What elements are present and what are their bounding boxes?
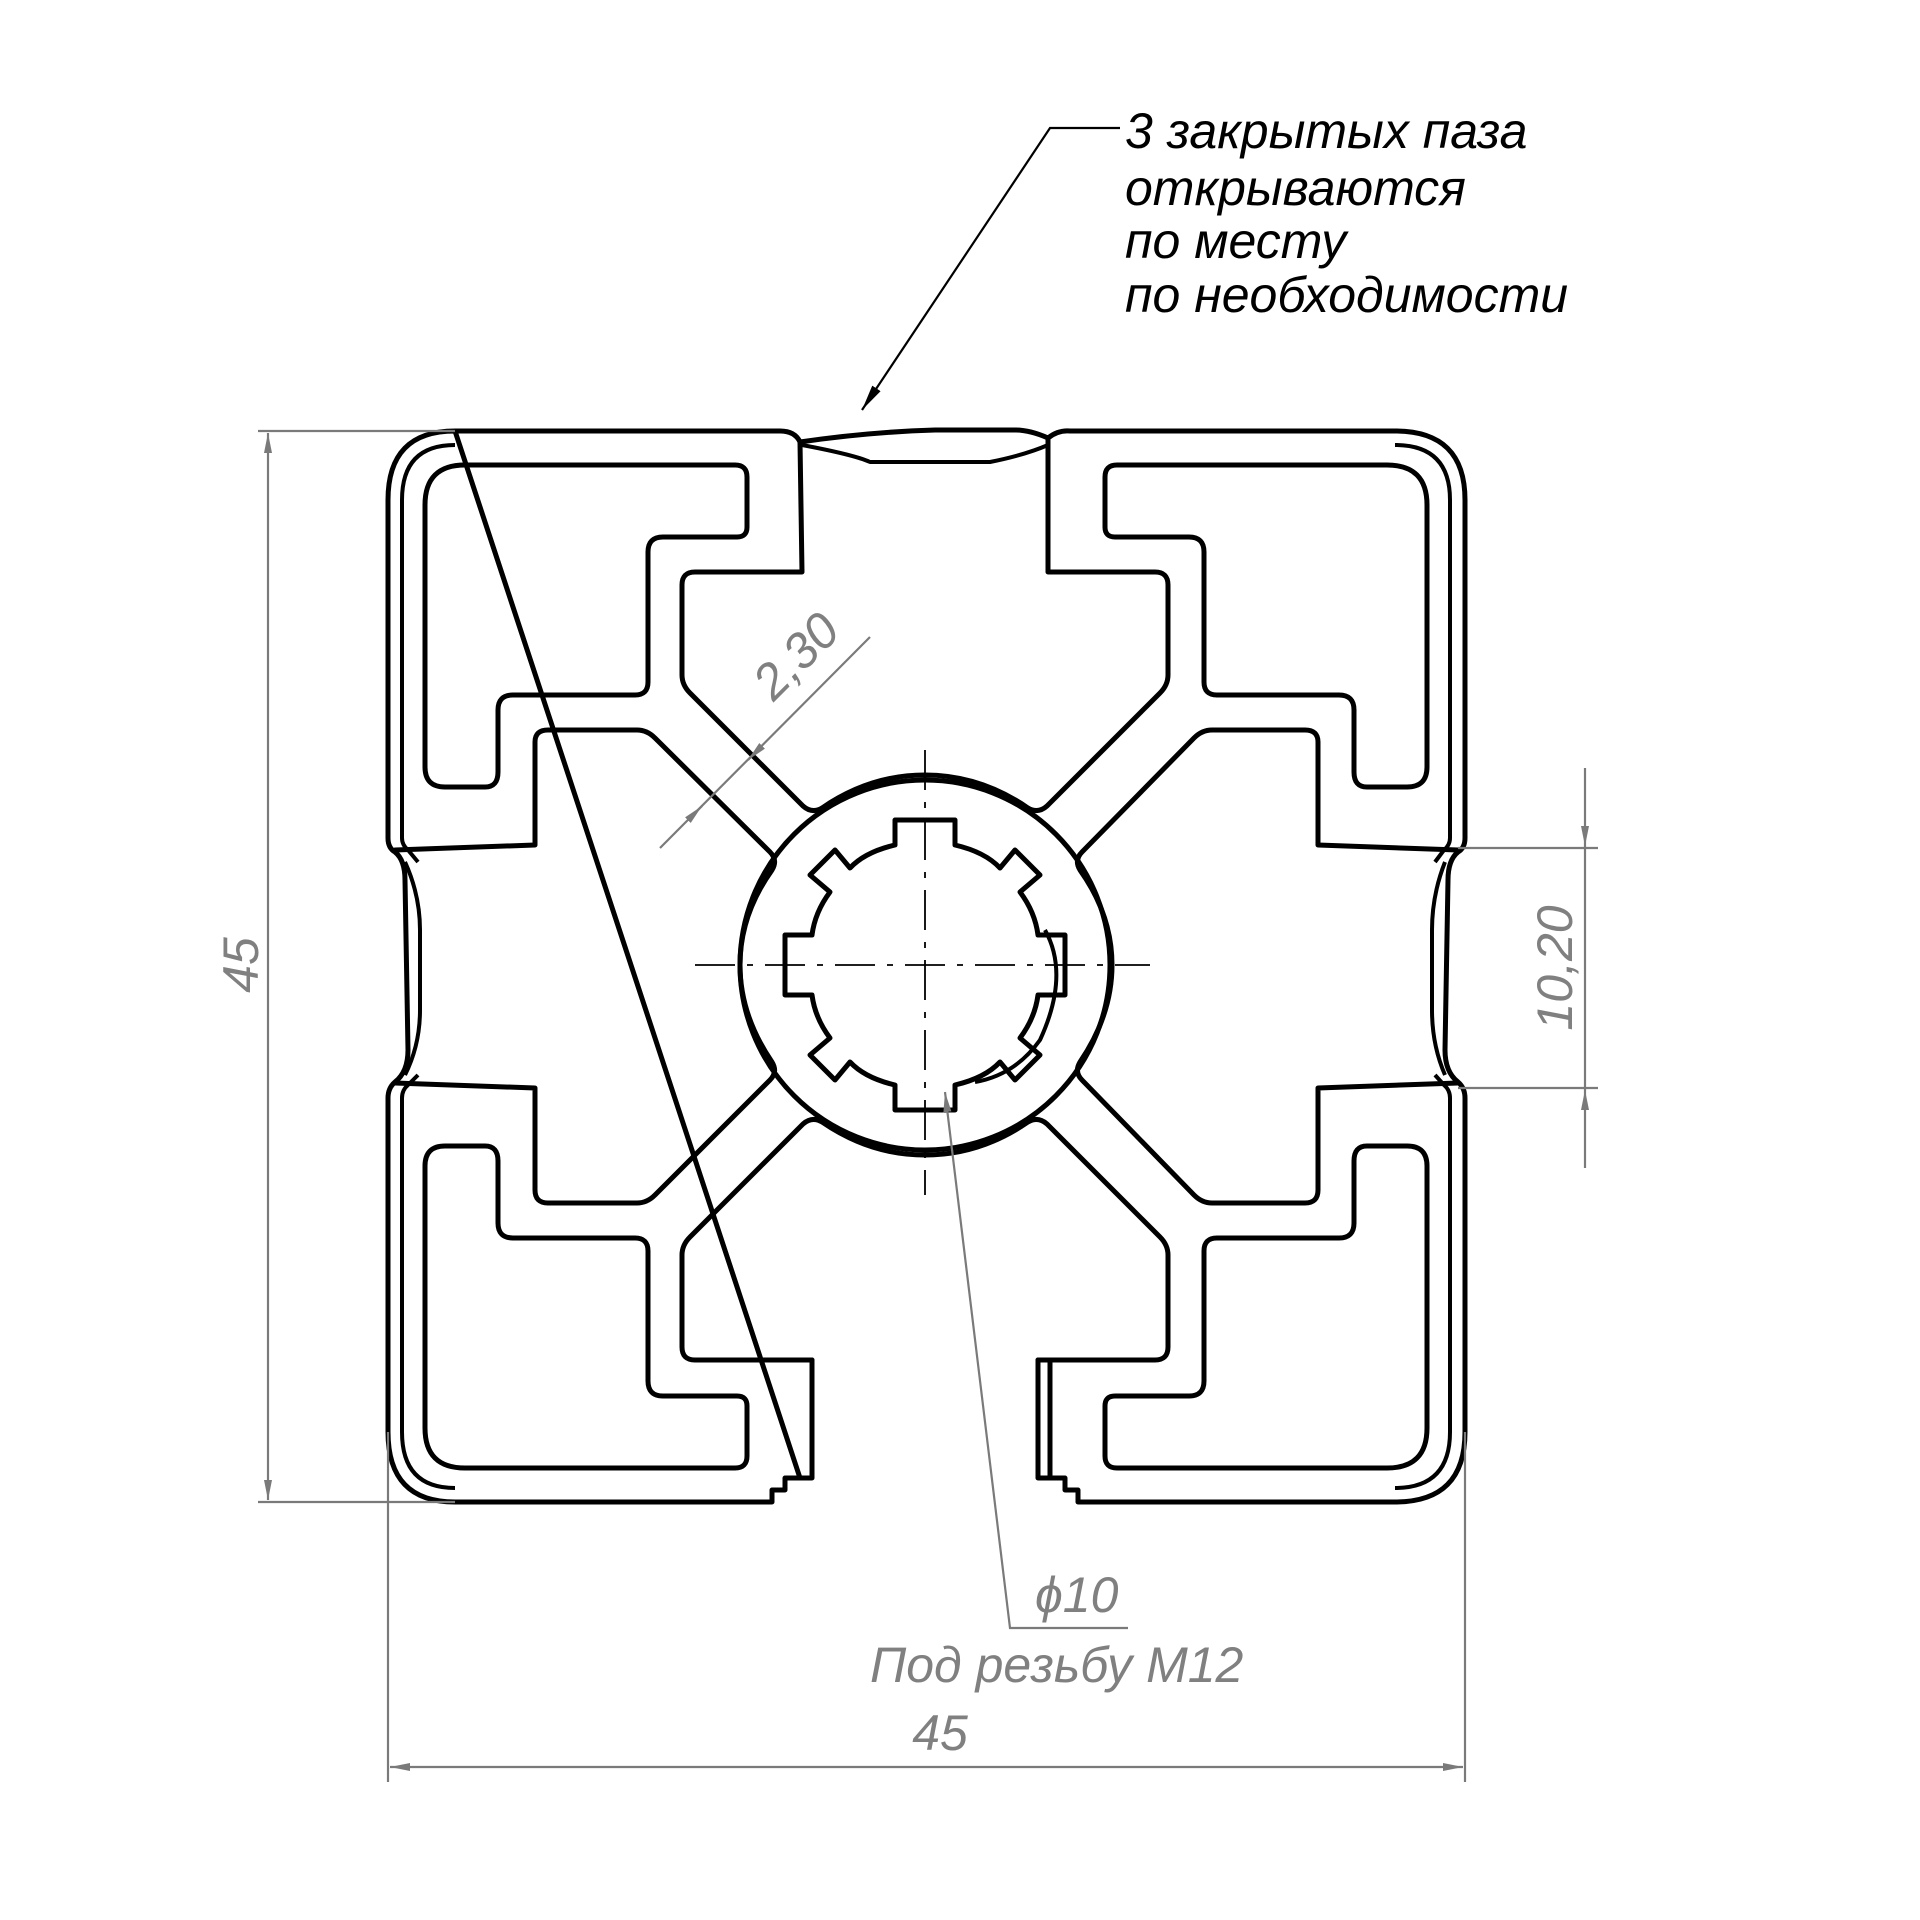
slot-dimension bbox=[1458, 768, 1598, 1168]
width-dimension-label: 45 bbox=[912, 1705, 968, 1761]
slot-dimension-label: 10,20 bbox=[1527, 905, 1583, 1030]
bore-diameter-label: ϕ10 bbox=[1035, 1567, 1119, 1623]
note-line-1: 3 закрытых паза bbox=[1125, 103, 1527, 159]
wall-dimension-label: 2,30 bbox=[741, 602, 850, 711]
corner-cavity-top-left bbox=[422, 462, 750, 790]
bore-note-label: Под резьбу М12 bbox=[870, 1637, 1244, 1693]
height-dimension-label: 45 bbox=[213, 937, 269, 993]
note-line-4: по необходимости bbox=[1125, 267, 1568, 323]
left-slot bbox=[392, 727, 778, 1206]
profile-outline bbox=[385, 427, 1468, 1505]
wall-dimension bbox=[659, 636, 871, 849]
corner-cavity-top-right bbox=[1102, 462, 1430, 790]
note-line-3: по месту bbox=[1125, 213, 1349, 269]
width-dimension bbox=[386, 1432, 1467, 1782]
right-slot bbox=[1074, 727, 1461, 1206]
corner-cavity-bottom-left bbox=[422, 1143, 750, 1471]
center-lines bbox=[695, 750, 1150, 1195]
note-leader bbox=[861, 126, 1120, 411]
note-line-2: открываются bbox=[1125, 160, 1466, 216]
corner-cavity-bottom-right bbox=[1102, 1143, 1430, 1471]
bore-leader bbox=[943, 1091, 1128, 1630]
profile-inner-outline bbox=[400, 443, 1452, 1490]
center-bore bbox=[782, 817, 1068, 1113]
height-dimension bbox=[258, 429, 455, 1504]
